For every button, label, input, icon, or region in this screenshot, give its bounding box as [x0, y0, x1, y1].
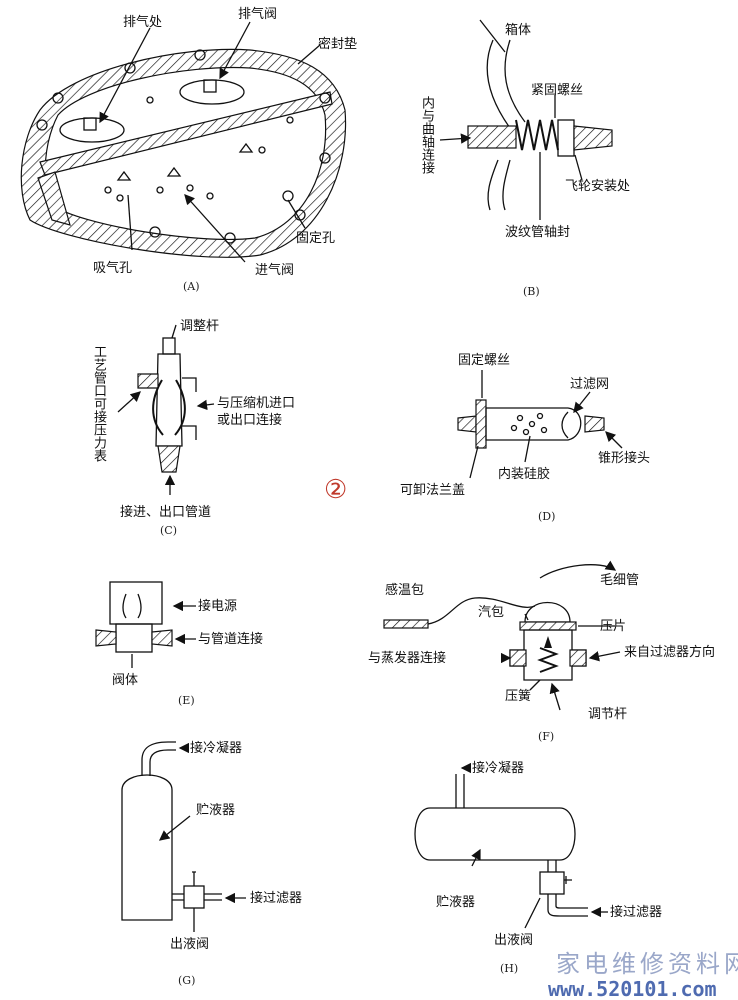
- label-receiver-g: 贮液器: [196, 803, 235, 818]
- pipe-connector: [157, 445, 181, 473]
- label-adjust-rod-f: 调节杆: [588, 707, 627, 722]
- label-to-condenser-g: 接冷凝器: [190, 740, 242, 756]
- caption-g: (G): [178, 974, 195, 987]
- label-exhaust-point: 排气处: [123, 14, 162, 30]
- plate-left-edge: [37, 171, 71, 226]
- receiver-drum: [414, 807, 576, 861]
- label-cone-joint: 锥形接头: [598, 450, 650, 466]
- fixing-holes: [36, 49, 331, 244]
- label-evaporator-connect: 与蒸发器连接: [368, 650, 446, 666]
- valve-core: [152, 379, 186, 436]
- label-housing: 箱体: [505, 22, 531, 38]
- panel-d-drier-filter: 固定螺丝 过滤网 锥形接头 内装硅胶 可卸法兰盖 (D): [400, 353, 650, 523]
- label-capillary: 毛细管: [600, 573, 639, 588]
- label-suction-hole: 吸气孔: [93, 260, 132, 276]
- label-flange-cover: 可卸法兰盖: [400, 482, 465, 498]
- watermark: 家电维修资料网 www.520101.com: [548, 950, 738, 1000]
- label-outlet-valve-h: 出液阀: [494, 933, 533, 948]
- panel-a-valve-plate: 排气处 排气阀 密封垫 固定孔 吸气孔 进气阀 (A): [20, 6, 357, 293]
- label-receiver-h: 贮液器: [436, 895, 475, 910]
- label-to-condenser-h: 接冷凝器: [472, 760, 524, 776]
- label-flywheel-mount: 飞轮安装处: [565, 179, 630, 194]
- sensor-bulb: [383, 619, 429, 629]
- label-gasket: 密封垫: [318, 36, 357, 52]
- bellows-dome: [524, 601, 571, 623]
- flange-cover: [475, 399, 487, 449]
- label-fastening-screw: 紧固螺丝: [531, 83, 583, 98]
- label-process-port-wrap: 工艺管口可接压力表: [91, 345, 106, 462]
- caption-c: (C): [160, 524, 177, 537]
- label-process-port: 工艺管口可接压力表: [91, 345, 106, 462]
- pipe-right: [151, 629, 173, 647]
- watermark-text: 家电维修资料网: [556, 950, 738, 978]
- filter-shell: [485, 407, 582, 441]
- panel-h-horizontal-receiver: 接冷凝器 贮液器 接过滤器 出液阀 (H): [414, 760, 662, 975]
- label-compressor-connect-2: 或出口连接: [217, 412, 282, 428]
- shaft: [467, 125, 517, 149]
- label-filter-mesh: 过滤网: [570, 377, 609, 392]
- label-adjust-rod: 调整杆: [180, 319, 219, 334]
- silica-gel-beads: [510, 412, 548, 436]
- plate-divider-strip: [39, 91, 333, 176]
- label-exhaust-valve: 排气阀: [238, 6, 277, 22]
- label-to-filter-h: 接过滤器: [610, 904, 662, 920]
- label-valve-body: 阀体: [112, 673, 138, 688]
- center-mark: ②: [324, 475, 347, 505]
- caption-e: (E): [178, 694, 195, 707]
- valve-body-outer: [155, 353, 183, 447]
- label-fixing-hole: 固定孔: [296, 231, 335, 246]
- label-bellows-seal: 波纹管轴封: [505, 225, 570, 240]
- panel-g-vertical-receiver: 接冷凝器 贮液器 接过滤器 出液阀 (G): [121, 740, 302, 987]
- watermark-url: www.520101.com: [548, 977, 717, 1000]
- caption-f: (F): [538, 730, 554, 743]
- panel-c-service-valve: 调整杆 工艺管口可接压力表 与压缩机进口 或出口连接 接进、出口管道 (C): [91, 319, 295, 537]
- capillary-tube: [427, 597, 536, 625]
- receiver-tank: [121, 774, 173, 921]
- panel-b-bellows-seal: 箱体 紧固螺丝 飞轮安装处 波纹管轴封 内与曲轴连接 (B): [419, 19, 630, 298]
- outlet-valve: [183, 885, 205, 909]
- flywheel-end: [573, 125, 613, 151]
- label-from-filter: 来自过滤器方向: [624, 644, 715, 660]
- process-port: [137, 373, 159, 389]
- label-crankshaft-connect-wrap: 内与曲轴连接: [419, 96, 434, 174]
- label-pressure-plate: 压片: [600, 619, 626, 634]
- cone-joint: [584, 415, 605, 433]
- pressure-plate: [519, 621, 577, 631]
- spring: [537, 647, 559, 673]
- valve-body: [115, 623, 153, 653]
- label-intake-valve: 进气阀: [255, 262, 294, 278]
- label-bellows: 汽包: [478, 605, 504, 620]
- caption-b: (B): [523, 285, 540, 298]
- outlet-valve-h: [539, 871, 565, 895]
- label-crankshaft-connect: 内与曲轴连接: [419, 96, 434, 174]
- pipe-left: [95, 629, 117, 647]
- label-pipe-connect-e: 与管道连接: [198, 631, 263, 647]
- label-spring: 压簧: [505, 688, 531, 704]
- label-to-filter-g: 接过滤器: [250, 890, 302, 906]
- fastening-screw-block: [557, 119, 575, 157]
- caption-h: (H): [500, 962, 518, 975]
- caption-a: (A): [183, 280, 200, 293]
- label-outlet-valve-g: 出液阀: [170, 937, 209, 952]
- bellows: [515, 119, 559, 151]
- label-power: 接电源: [198, 598, 237, 614]
- panel-f-expansion-valve: 毛细管 感温包 汽包 压片 与蒸发器连接 来自过滤器方向 压簧 调节杆 (F): [368, 560, 715, 743]
- label-fixing-screw: 固定螺丝: [458, 353, 510, 368]
- label-silica-gel: 内装硅胶: [498, 466, 550, 482]
- label-sensor-bulb: 感温包: [385, 582, 424, 598]
- label-compressor-connect-1: 与压缩机进口: [217, 395, 295, 411]
- solenoid-coil: [109, 581, 163, 625]
- left-nozzle: [457, 415, 477, 433]
- label-pipe-connect: 接进、出口管道: [120, 504, 211, 520]
- caption-d: (D): [538, 510, 555, 523]
- panel-e-solenoid-valve: 接电源 与管道连接 阀体 (E): [95, 581, 263, 707]
